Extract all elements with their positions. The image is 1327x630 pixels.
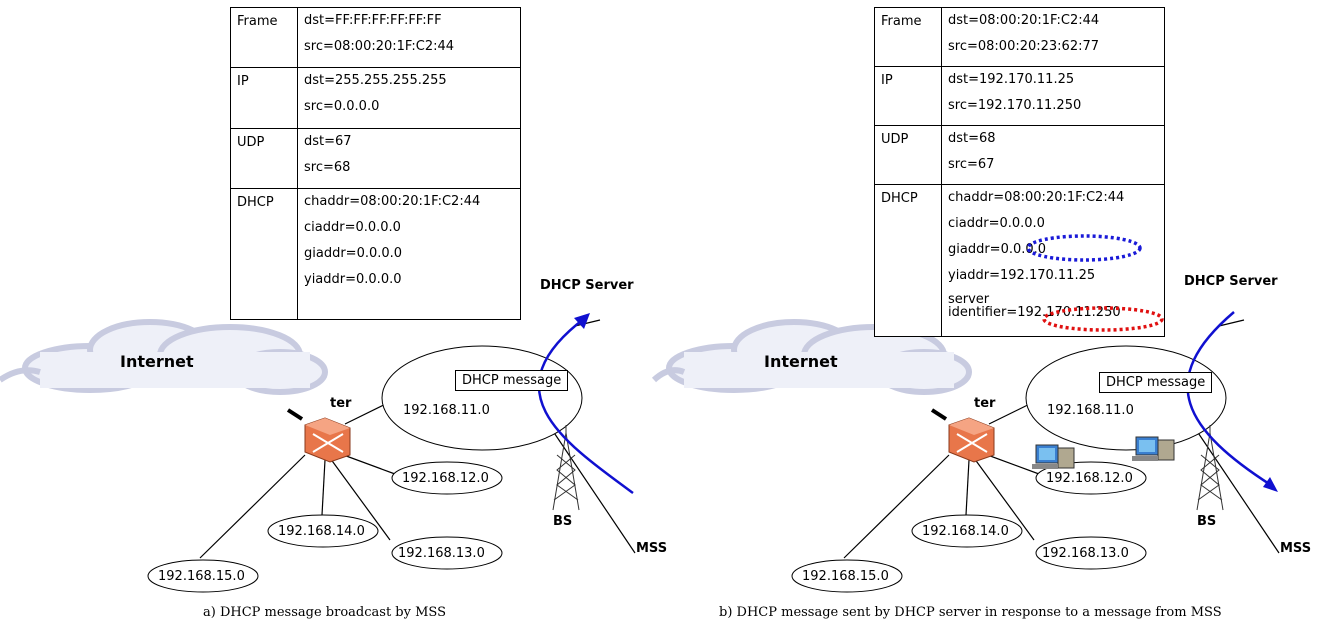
field: dst=255.255.255.255 xyxy=(304,73,447,89)
field: src=68 xyxy=(304,159,351,175)
network-label: 192.168.12.0 xyxy=(402,471,489,486)
field: dst=FF:FF:FF:FF:FF:FF xyxy=(304,13,442,28)
field-server-line1: server xyxy=(948,291,990,307)
field: ciaddr=0.0.0.0 xyxy=(948,215,1045,231)
field: dst=192.170.11.25 xyxy=(948,71,1075,87)
field: src=192.170.11.250 xyxy=(948,97,1082,113)
field: src=08:00:20:1F:C2:44 xyxy=(304,39,455,54)
panel-b: Frame dst=08:00:20:1F:C2:44 src=08:00:20:… xyxy=(644,0,1311,630)
internet-label: Internet xyxy=(120,352,194,371)
bs-label: BS xyxy=(553,514,573,529)
router-label: ter xyxy=(974,396,996,411)
field: src=67 xyxy=(948,156,995,172)
router-icon xyxy=(948,417,995,463)
layer-label: IP xyxy=(230,67,298,129)
network-label: 192.168.13.0 xyxy=(398,546,485,561)
layer-label: Frame xyxy=(874,7,942,67)
network-label: 192.168.11.0 xyxy=(403,403,490,418)
packet-table-b: Frame dst=08:00:20:1F:C2:44 src=08:00:20:… xyxy=(874,7,1165,338)
mss-label: MSS xyxy=(1280,541,1312,556)
router-icon xyxy=(304,417,351,463)
field-giaddr: giaddr=0.0.0.0 xyxy=(948,241,1047,257)
field: yiaddr=0.0.0.0 xyxy=(304,272,402,287)
field: yiaddr=192.170.11.25 xyxy=(948,267,1096,283)
network-label: 192.168.13.0 xyxy=(1042,546,1129,561)
mss-label: MSS xyxy=(636,541,668,556)
message-arrow xyxy=(537,313,634,495)
packet-table-a: Frame dst=FF:FF:FF:FF:FF:FF src=08:00:20:… xyxy=(230,6,521,320)
layer-label: UDP xyxy=(874,124,942,185)
field: giaddr=0.0.0.0 xyxy=(304,246,403,261)
network-label: 192.168.15.0 xyxy=(802,569,889,584)
dhcp-message-box: DHCP message xyxy=(1099,372,1213,393)
field: chaddr=08:00:20:1F:C2:44 xyxy=(304,194,481,209)
layer-label: Frame xyxy=(230,6,298,69)
dhcp-server-label: DHCP Server xyxy=(1184,274,1278,289)
dhcp-message-box: DHCP message xyxy=(455,370,569,391)
caption: b) DHCP message sent by DHCP server in r… xyxy=(719,605,1222,620)
field: src=0.0.0.0 xyxy=(304,99,380,115)
field: ciaddr=0.0.0.0 xyxy=(304,220,401,235)
internet-label: Internet xyxy=(764,352,838,371)
internet-cloud xyxy=(0,319,328,395)
field: chaddr=08:00:20:1F:C2:44 xyxy=(948,189,1125,205)
dhcp-server-label: DHCP Server xyxy=(540,278,634,293)
network-label: 192.168.11.0 xyxy=(1047,403,1134,418)
computer-icon xyxy=(1032,444,1075,469)
base-station-icon xyxy=(552,425,580,511)
internet-cloud xyxy=(651,319,972,395)
field: src=08:00:20:23:62:77 xyxy=(948,39,1100,54)
network-label: 192.168.14.0 xyxy=(278,524,365,539)
router-label: ter xyxy=(330,396,352,411)
layer-label: UDP xyxy=(230,127,298,190)
layer-label: DHCP xyxy=(874,183,942,338)
field: dst=68 xyxy=(948,130,996,146)
panel-a: Frame dst=FF:FF:FF:FF:FF:FF src=08:00:20:… xyxy=(0,0,667,630)
network-label: 192.168.14.0 xyxy=(922,524,1009,539)
field: dst=08:00:20:1F:C2:44 xyxy=(948,13,1100,28)
base-station-icon xyxy=(1196,425,1224,511)
network-label: 192.168.12.0 xyxy=(1046,471,1133,486)
bs-label: BS xyxy=(1197,514,1217,529)
layer-label: DHCP xyxy=(230,188,298,320)
layer-label: IP xyxy=(874,65,942,126)
field-server-line2: identifier=192.170.11.250 xyxy=(948,304,1121,320)
network-label: 192.168.15.0 xyxy=(158,569,245,584)
message-arrow xyxy=(1186,311,1278,492)
field: dst=67 xyxy=(304,133,352,149)
computer-icon xyxy=(1132,436,1175,461)
caption: a) DHCP message broadcast by MSS xyxy=(203,605,446,620)
